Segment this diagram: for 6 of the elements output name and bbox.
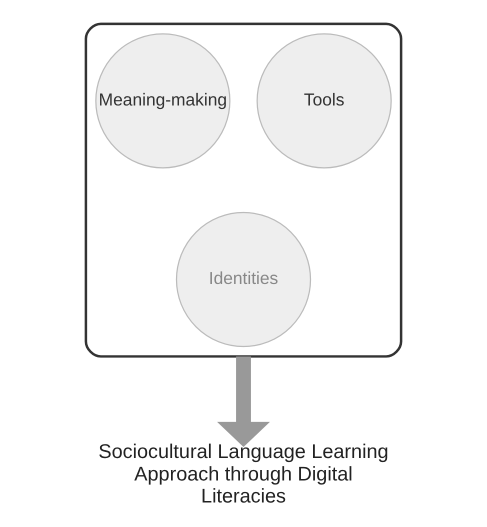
node-circle: Tools — [256, 32, 392, 168]
cluster — [84, 22, 402, 358]
arrow — [217, 356, 270, 447]
node-circle: Meaning-making — [95, 32, 230, 168]
node-circle: Identities — [176, 211, 312, 347]
node-text: Sociocultural Language Learning Approach through Digital Literacies — [98, 440, 389, 508]
